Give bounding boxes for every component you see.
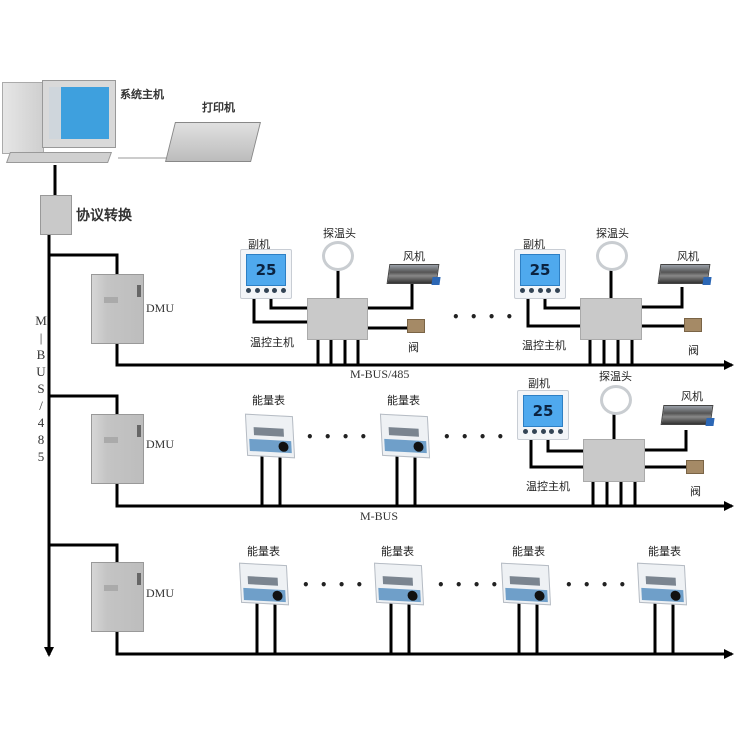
fan-coil-unit [386,264,441,285]
valve-label: 阀 [688,344,699,357]
thermostat-display: 25 [246,254,286,286]
group-1-wiring [252,268,414,365]
trunk-label-char: | [39,330,43,345]
valve [684,318,702,332]
energy-meter [636,562,688,606]
fan-coil-unit [657,264,712,285]
trunk-label-char: S [37,381,45,396]
ellipsis: • • • • [565,578,630,592]
trunk-label-char: 5 [37,449,45,464]
keyboard [5,152,113,163]
meter-label: 能量表 [387,394,420,407]
meter-label: 能量表 [381,545,414,558]
thermostat: 25 [240,249,292,299]
printer-label: 打印机 [202,101,235,114]
bus-label: M-BUS [360,509,399,523]
dmu-2-label: DMU [146,437,175,451]
ellipsis: • • • • [306,430,371,444]
ellipsis: • • • • [437,578,502,592]
host-monitor [42,80,116,148]
energy-meter [373,562,425,606]
trunk-label-char: M [35,313,47,328]
pc-tower [2,82,44,154]
printer [165,122,261,162]
probe-label: 探温头 [323,227,356,240]
trunk-label-char: 8 [37,432,45,447]
energy-meter [244,413,296,459]
protocol-converter [40,195,72,235]
branch-3-feed [49,543,119,563]
fan-coil-unit [660,405,715,426]
dmu-1-label: DMU [146,301,175,315]
branch-2-meter-wiring [260,455,417,506]
meter-label: 能量表 [512,545,545,558]
temperature-probe [596,241,628,271]
valve-label: 阀 [690,485,701,498]
ellipsis: • • • • [302,578,367,592]
temp-controller [307,298,368,340]
probe-label: 探温头 [599,370,632,383]
branch-2-bus [115,480,734,511]
controller-label: 温控主机 [522,339,566,352]
meter-label: 能量表 [247,545,280,558]
trunk-label-char: 4 [37,415,45,430]
ellipsis: • • • • [452,310,517,324]
thermostat: 25 [514,249,566,299]
trunk-label-char: / [39,398,43,413]
fan-label: 风机 [403,250,425,263]
branch-2-feed [49,394,119,415]
valve-label: 阀 [408,341,419,354]
thermostat-label: 副机 [528,377,550,390]
bus-label: M-BUS/485 [350,367,410,381]
dmu-3 [91,562,144,632]
energy-meter [238,562,290,606]
thermostat-label: 副机 [523,238,545,251]
energy-meter [500,562,552,606]
thermostat: 25 [517,390,569,440]
thermostat-label: 副机 [248,238,270,251]
valve [407,319,425,333]
controller-label: 温控主机 [250,336,294,349]
trunk-label-char: B [36,347,46,362]
ellipsis: • • • • [443,430,508,444]
meter-label: 能量表 [648,545,681,558]
trunk-bus-label: M | B U S / 4 8 5 [34,312,48,465]
temp-controller [583,439,645,482]
temp-controller [580,298,642,340]
probe-label: 探温头 [596,227,629,240]
dmu-3-label: DMU [146,586,175,600]
group-3-wiring [529,412,688,506]
group-2-wiring [526,268,686,365]
converter-label: 协议转换 [76,208,132,224]
trunk-label-char: U [36,364,46,379]
branch-1-feed [49,253,119,275]
host-label: 系统主机 [120,88,164,101]
branch-3-meter-wiring [255,600,675,654]
temperature-probe [600,385,632,415]
thermostat-display: 25 [520,254,560,286]
fan-label: 风机 [681,390,703,403]
dmu-2 [91,414,144,484]
controller-label: 温控主机 [526,480,570,493]
branch-3-bus [115,628,734,659]
fan-label: 风机 [677,250,699,263]
dmu-1 [91,274,144,344]
meter-label: 能量表 [252,394,285,407]
branch-1-bus [115,340,734,370]
thermostat-display: 25 [523,395,563,427]
temperature-probe [322,241,354,271]
energy-meter [379,413,431,459]
valve [686,460,704,474]
monitor-screen [49,87,109,139]
